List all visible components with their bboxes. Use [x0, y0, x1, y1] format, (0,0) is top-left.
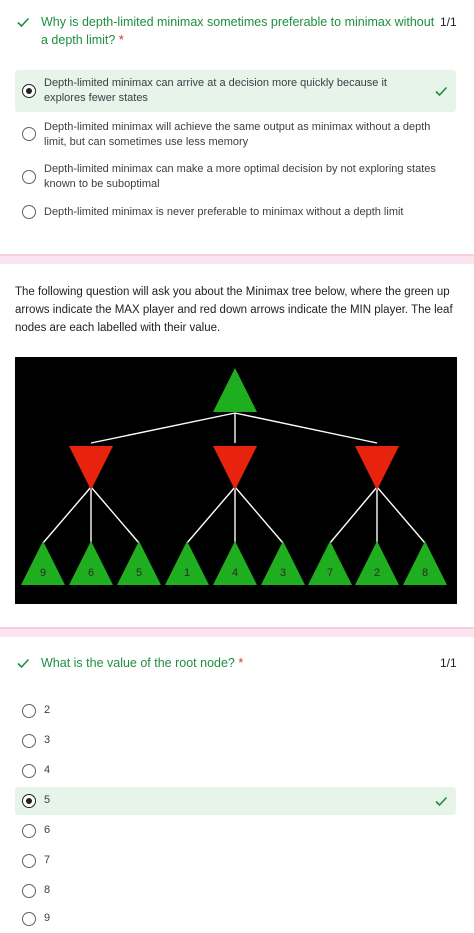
q1-option-1-label: Depth-limited minimax can arrive at a de… — [44, 77, 387, 104]
max-root-node — [213, 368, 257, 412]
q2-option-label: 7 — [44, 854, 51, 866]
q2-option-4[interactable]: 4 — [15, 757, 456, 785]
q1-option-4-label: Depth-limited minimax is never preferabl… — [44, 206, 404, 218]
leaf-value-label: 5 — [136, 567, 142, 579]
q2-option-8[interactable]: 8 — [15, 877, 456, 905]
question-2-score: 1/1 — [440, 656, 457, 670]
radio-unchecked-icon[interactable] — [22, 912, 36, 926]
radio-unchecked-icon[interactable] — [22, 734, 36, 748]
min-node — [213, 446, 257, 490]
max-leaf-node — [69, 541, 113, 585]
leaf-value-label: 7 — [327, 567, 333, 579]
q2-option-7[interactable]: 7 — [15, 847, 456, 875]
q1-option-2-label: Depth-limited minimax will achieve the s… — [44, 121, 431, 148]
max-leaf-node — [308, 541, 352, 585]
radio-checked-icon[interactable] — [22, 794, 36, 808]
question-1-title: Why is depth-limited minimax sometimes p… — [41, 15, 435, 47]
q2-option-6[interactable]: 6 — [15, 817, 456, 845]
radio-unchecked-icon[interactable] — [22, 170, 36, 184]
section-divider — [0, 627, 474, 637]
q2-option-9[interactable]: 9 — [15, 905, 456, 933]
q2-option-3[interactable]: 3 — [15, 727, 456, 755]
q2-option-label: 2 — [44, 704, 51, 716]
question-2-title: What is the value of the root node? * — [41, 656, 244, 670]
leaf-value-label: 4 — [232, 567, 238, 579]
radio-unchecked-icon[interactable] — [22, 824, 36, 838]
radio-unchecked-icon[interactable] — [22, 704, 36, 718]
q1-option-1[interactable]: Depth-limited minimax can arrive at a de… — [15, 70, 456, 112]
q1-option-4[interactable]: Depth-limited minimax is never preferabl… — [15, 200, 456, 226]
leaf-value-label: 9 — [40, 567, 46, 579]
radio-checked-icon[interactable] — [22, 84, 36, 98]
question-1-score: 1/1 — [440, 15, 457, 29]
section-description: The following question will ask you abou… — [15, 286, 453, 334]
radio-unchecked-icon[interactable] — [22, 764, 36, 778]
q1-option-2[interactable]: Depth-limited minimax will achieve the s… — [15, 116, 456, 154]
checkmark-icon — [17, 658, 30, 669]
q2-option-label: 3 — [44, 734, 51, 746]
minimax-tree-svg: 9 6 5 1 4 3 7 2 8 — [21, 368, 447, 585]
q2-option-label: 6 — [44, 824, 51, 836]
radio-unchecked-icon[interactable] — [22, 884, 36, 898]
checkmark-icon — [17, 17, 30, 28]
leaf-value-label: 6 — [88, 567, 94, 579]
checkmark-icon — [435, 86, 448, 97]
leaf-value-label: 8 — [422, 567, 428, 579]
max-leaf-node — [213, 541, 257, 585]
required-asterisk: * — [115, 33, 124, 47]
max-leaf-node — [21, 541, 65, 585]
min-node — [69, 446, 113, 490]
q2-option-5[interactable]: 5 — [15, 787, 456, 815]
q2-option-label: 8 — [44, 884, 51, 896]
radio-unchecked-icon[interactable] — [22, 205, 36, 219]
max-leaf-node — [165, 541, 209, 585]
max-leaf-node — [261, 541, 305, 585]
max-leaf-node — [403, 541, 447, 585]
q2-option-2[interactable]: 2 — [15, 697, 456, 725]
section-divider — [0, 254, 474, 264]
min-node — [355, 446, 399, 490]
q2-option-label: 5 — [44, 794, 51, 806]
minimax-tree-image: 9 6 5 1 4 3 7 2 8 — [15, 357, 457, 604]
max-leaf-node — [355, 541, 399, 585]
leaf-value-label: 3 — [280, 567, 286, 579]
q2-option-label: 9 — [44, 912, 51, 924]
q2-option-label: 4 — [44, 764, 51, 776]
checkmark-icon — [435, 796, 448, 807]
required-asterisk: * — [234, 656, 244, 670]
leaf-value-label: 1 — [184, 567, 190, 579]
radio-unchecked-icon[interactable] — [22, 127, 36, 141]
max-leaf-node — [117, 541, 161, 585]
leaf-value-label: 2 — [374, 567, 380, 579]
q1-option-3[interactable]: Depth-limited minimax can make a more op… — [15, 158, 456, 196]
radio-unchecked-icon[interactable] — [22, 854, 36, 868]
q1-option-3-label: Depth-limited minimax can make a more op… — [44, 163, 436, 190]
